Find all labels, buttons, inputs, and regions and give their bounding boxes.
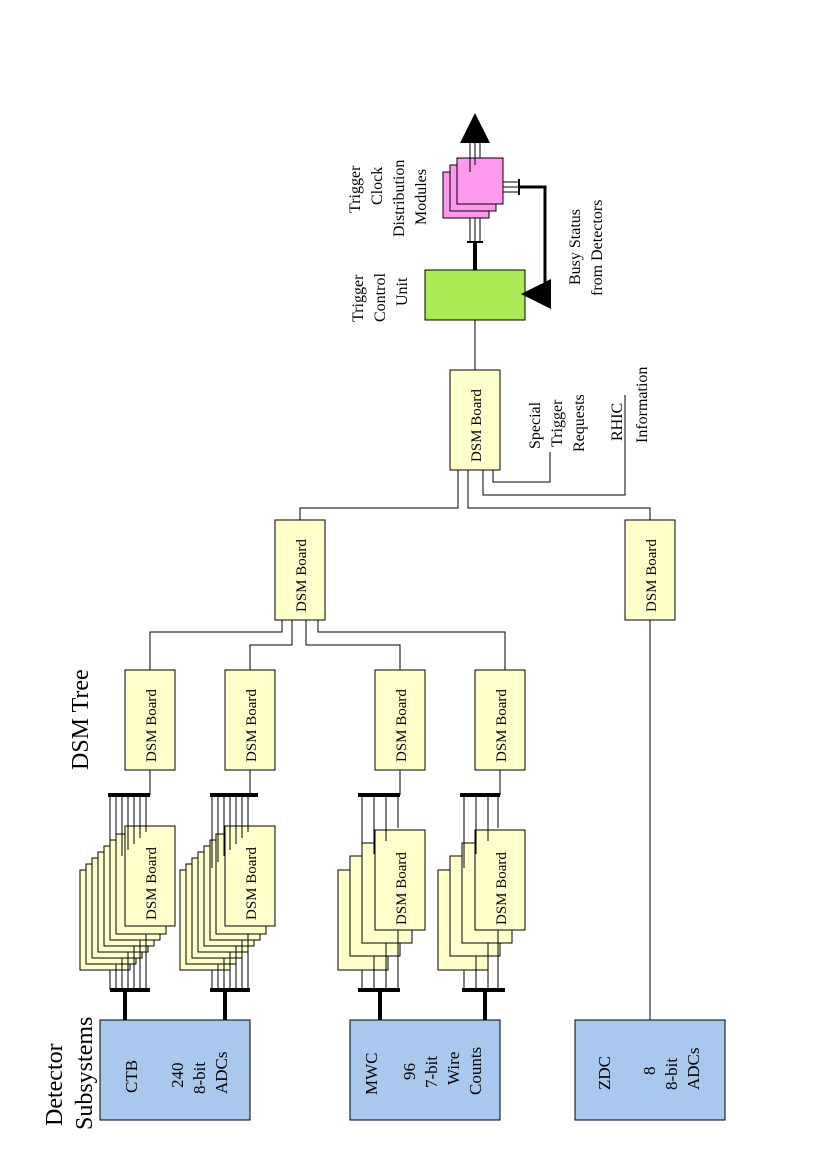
special-l2: Trigger (549, 399, 566, 447)
dsm-stack-ctb-a (79, 825, 176, 971)
dsm-board-l2-4 (474, 669, 526, 771)
detector-zdc-name: ZDC (595, 1056, 614, 1090)
detector-ctb-l1: 240 (168, 1063, 187, 1089)
detector-mwc-l3: Wire (444, 1052, 463, 1085)
detector-mwc-l2: 7-bit (422, 1056, 441, 1088)
tcd-l2: Clock (369, 167, 386, 205)
dsm-board-top-label: DSM Board (469, 389, 485, 462)
dsm-board-l2-3 (374, 669, 426, 771)
tcd-l3: Distribution (391, 160, 408, 237)
detector-bus-lines (110, 988, 505, 1020)
detector-ctb-name: CTB (122, 1060, 141, 1093)
dsm-board-l3-zdc (624, 519, 676, 621)
detector-mwc-name: MWC (362, 1053, 381, 1096)
dsm-stack-mwc-a-label: DSM Board (394, 852, 410, 925)
detector-mwc-box (349, 1019, 501, 1121)
dsm-stack-ctb-b (179, 825, 276, 971)
dsm-board-l2-2 (224, 669, 276, 771)
detector-ctb: CTB 240 8-bit ADCs (99, 1019, 251, 1121)
title-detector-line1: Detector (42, 1043, 68, 1126)
tcu-l3: Unit (394, 277, 411, 306)
dsm-stack-mwc-b-label: DSM Board (494, 852, 510, 925)
dsm-stack-labels: DSM Board DSM Board DSM Board DSM Board (144, 847, 510, 925)
busy-l2: from Detectors (589, 200, 606, 296)
detector-mwc-l1: 96 (400, 1063, 419, 1080)
dsm-stack-ctb-a-label: DSM Board (144, 847, 160, 920)
rhic-l2: Information (634, 367, 651, 443)
dsm-stack-mwc-b (437, 829, 526, 971)
title-dsm-tree: DSM Tree (68, 669, 94, 770)
dsm-board-l2-4-label: DSM Board (494, 689, 510, 762)
detector-mwc: MWC 96 7-bit Wire Counts (349, 1019, 501, 1121)
dsm-board-l2-2-label: DSM Board (244, 689, 260, 762)
detector-zdc: ZDC 8 8-bit ADCs (574, 1019, 726, 1121)
detector-ctb-box (99, 1019, 251, 1121)
detector-zdc-l1: 8 (640, 1067, 659, 1076)
tcu-tcd-bus (467, 206, 483, 270)
dsm-board-top (449, 369, 501, 471)
title-detector-line2: Subsystems (72, 1017, 98, 1130)
detector-ctb-l2: 8-bit (190, 1062, 209, 1094)
busy-status-link (503, 179, 551, 309)
tcd-output-arrow (460, 113, 490, 172)
special-l3: Requests (571, 394, 588, 452)
busy-l1: Busy Status (567, 209, 584, 285)
tcu-l1: Trigger (350, 274, 367, 322)
dsm-layer2 (124, 669, 526, 771)
tree-lines-l3-top (299, 395, 651, 520)
dsm-stack-mwc-a (337, 829, 426, 971)
dsm-board-l2-1-label: DSM Board (144, 689, 160, 762)
special-l1: Special (527, 401, 544, 449)
rhic-l1: RHIC (609, 403, 626, 441)
detector-zdc-l3: ADCs (684, 1047, 703, 1090)
tcu-l2: Control (372, 273, 389, 322)
detector-zdc-l2: 8-bit (662, 1058, 681, 1090)
detector-mwc-l4: Counts (466, 1047, 485, 1095)
tcu-box (424, 269, 526, 321)
dsm-stack-ctb-b-label: DSM Board (244, 847, 260, 920)
detector-ctb-l3: ADCs (212, 1051, 231, 1094)
dsm-board-l2-3-label: DSM Board (394, 689, 410, 762)
dsm-layer3 (274, 519, 676, 621)
dsm-board-l3-1-label: DSM Board (294, 539, 310, 612)
tcd-l1: Trigger (347, 165, 364, 213)
tree-lines-l2-l3 (149, 620, 506, 670)
stack-output-buses (108, 770, 501, 990)
tcd-stack (442, 157, 504, 219)
tcd-l4: Modules (413, 169, 430, 225)
dsm-board-l3-zdc-label: DSM Board (644, 539, 660, 612)
